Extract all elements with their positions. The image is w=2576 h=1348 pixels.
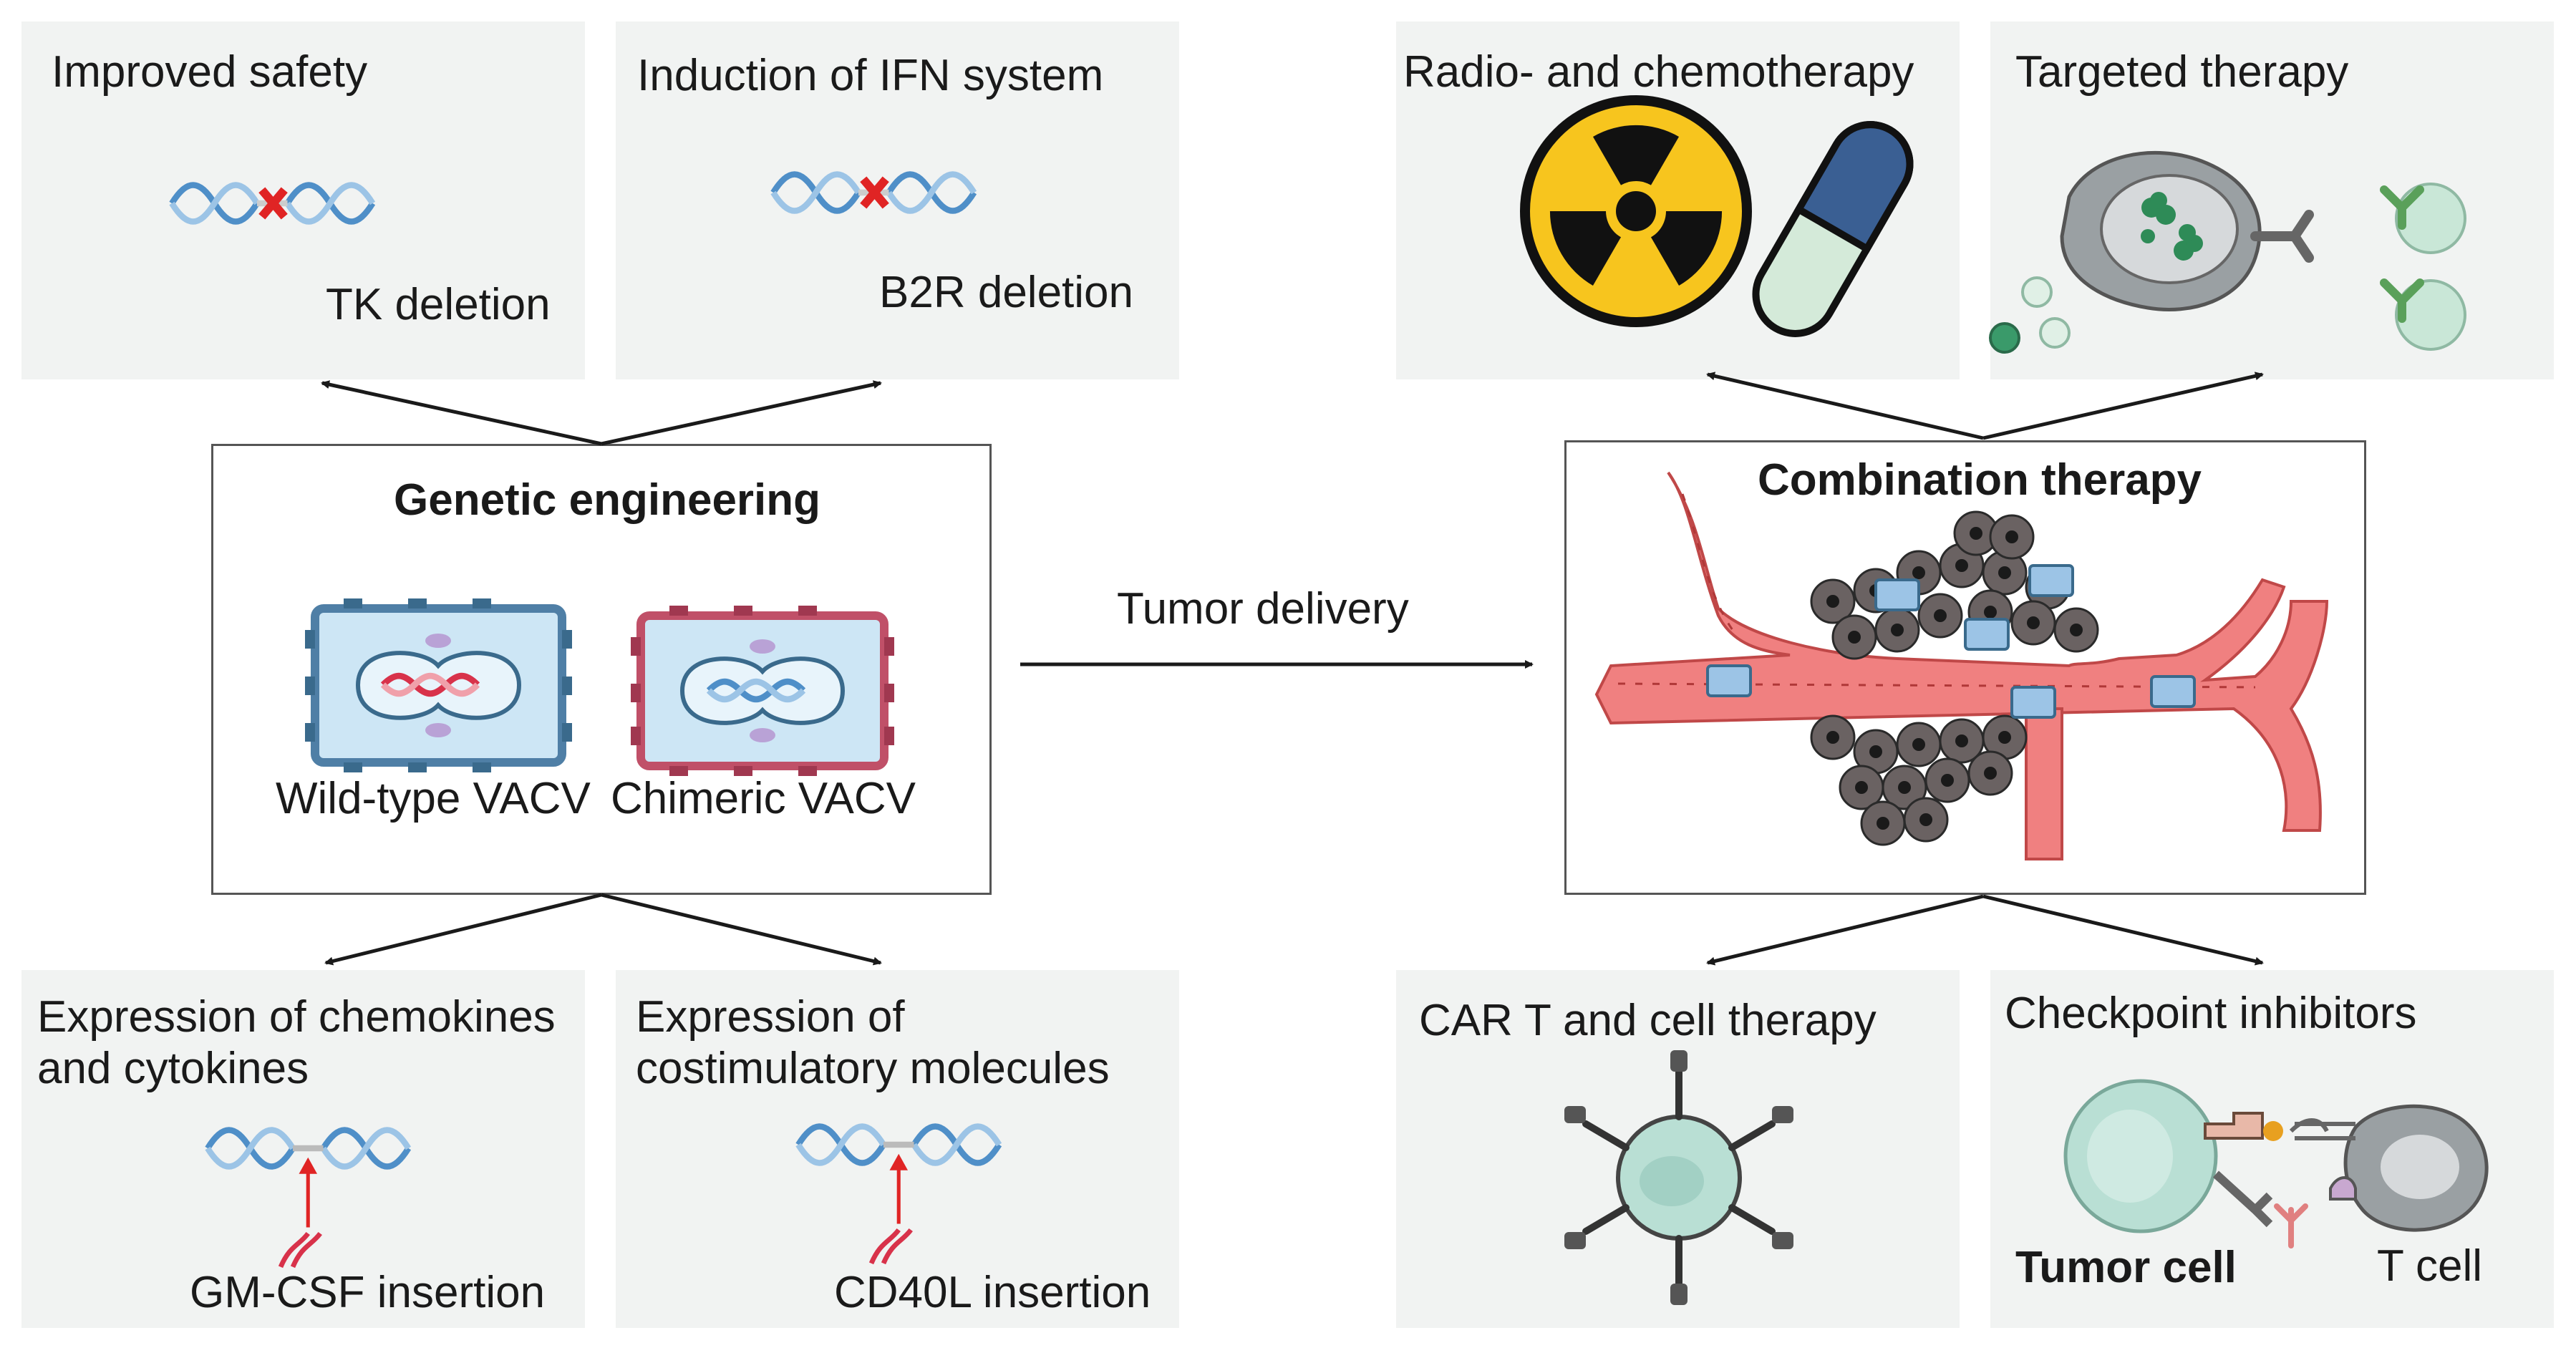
panel-costimulatory xyxy=(616,970,1179,1328)
arrows-combination-bottom xyxy=(1706,894,2264,966)
arrows-genetic-top xyxy=(321,380,882,446)
tumor-cell-label: Tumor cell xyxy=(2015,1243,2237,1292)
wildtype-vacv-label: Wild-type VACV xyxy=(276,774,591,823)
panel-title-improved-safety: Improved safety xyxy=(52,47,368,97)
pill-capsule-icon xyxy=(1752,121,1914,337)
panel-improved-safety xyxy=(21,21,585,379)
panel-title-chemokines-line1: Expression of chemokines xyxy=(37,992,556,1042)
dna-deletion-icon xyxy=(773,175,974,211)
caption-b2r-deletion: B2R deletion xyxy=(879,268,1134,317)
panel-title-chemokines-line2: and cytokines xyxy=(37,1044,309,1093)
panel-title-costimulatory-line1: Expression of xyxy=(636,992,905,1042)
chimeric-vacv-icon xyxy=(631,606,894,776)
panel-title-checkpoint: Checkpoint inhibitors xyxy=(2005,989,2417,1038)
t-cell-label: T cell xyxy=(2377,1241,2483,1291)
virus-particles xyxy=(1706,564,2196,719)
combination-therapy-title: Combination therapy xyxy=(1758,455,2202,505)
car-t-cell-icon xyxy=(1564,1050,1793,1305)
tumor-cell-cluster xyxy=(1810,510,2099,846)
panel-title-ifn-induction: Induction of IFN system xyxy=(637,51,1104,100)
caption-cd40l-insertion: CD40L insertion xyxy=(834,1268,1151,1317)
chimeric-vacv-label: Chimeric VACV xyxy=(611,774,916,823)
caption-gm-csf-insertion: GM-CSF insertion xyxy=(190,1268,546,1317)
dna-deletion-icon xyxy=(172,185,373,222)
radiation-symbol-icon xyxy=(1520,95,1752,327)
panel-title-radio-chemo: Radio- and chemotherapy xyxy=(1403,47,1914,97)
panel-title-car-t: CAR T and cell therapy xyxy=(1419,996,1877,1045)
caption-tk-deletion: TK deletion xyxy=(326,280,551,329)
genetic-engineering-title: Genetic engineering xyxy=(394,475,821,525)
panel-title-costimulatory-line2: costimulatory molecules xyxy=(636,1044,1110,1093)
checkpoint-interaction-icon xyxy=(2063,1079,2489,1248)
targeted-tumor-cell-icon xyxy=(1989,150,2466,354)
dna-insertion-icon xyxy=(208,1130,409,1269)
arrows-genetic-bottom xyxy=(324,893,882,966)
dna-insertion-icon xyxy=(798,1127,999,1265)
wildtype-vacv-icon xyxy=(305,598,572,772)
arrows-combination-top xyxy=(1706,372,2264,440)
tumor-delivery-label: Tumor delivery xyxy=(1117,584,1409,634)
panel-title-targeted-therapy: Targeted therapy xyxy=(2015,47,2349,97)
